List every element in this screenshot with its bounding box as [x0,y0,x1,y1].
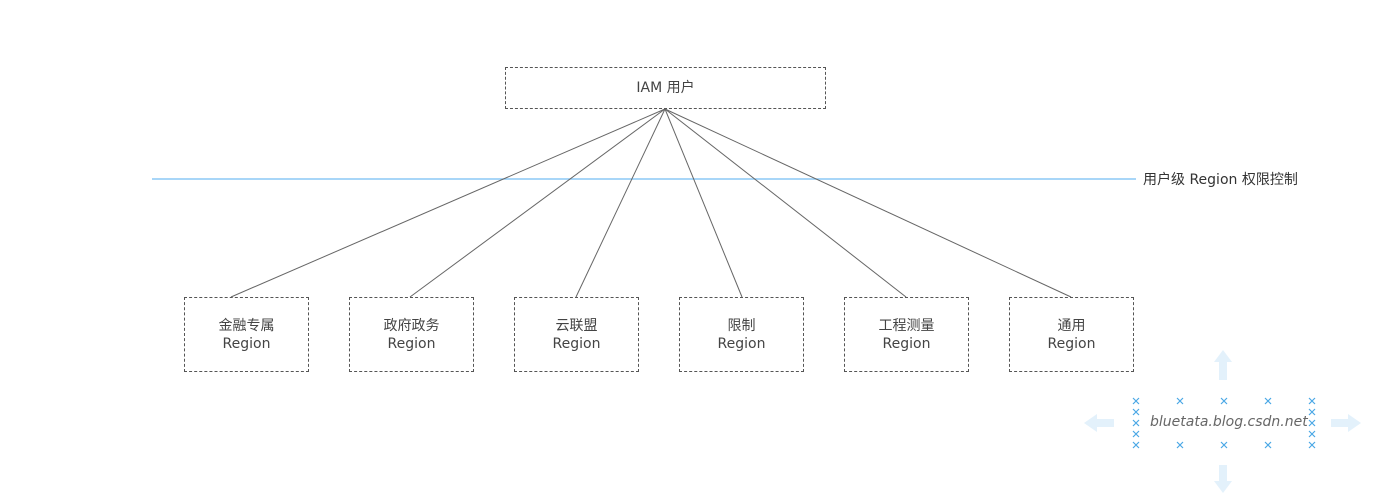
watermark-arrows-icon [1084,350,1361,493]
connector-line [230,108,666,298]
watermark-text: bluetata.blog.csdn.net [1150,414,1308,430]
region-suffix: Region [717,335,766,352]
region-suffix: Region [552,335,601,352]
iam-user-label: IAM 用户 [636,80,695,96]
connector-line [664,108,907,298]
connector-line [575,108,666,298]
region-suffix: Region [222,335,271,352]
region-name: 限制 [727,317,756,334]
region-suffix: Region [882,335,931,352]
region-node-restricted: 限制 Region [679,297,804,372]
region-node-general: 通用 Region [1009,297,1134,372]
region-node-cloud-alliance: 云联盟 Region [514,297,639,372]
region-node-finance: 金融专属 Region [184,297,309,372]
connector-line [664,108,743,298]
region-name: 通用 [1057,317,1086,334]
region-name: 政府政务 [383,317,440,334]
region-node-engineering: 工程测量 Region [844,297,969,372]
level-label: 用户级 Region 权限控制 [1143,172,1298,188]
region-name: 工程测量 [878,317,935,334]
iam-user-node: IAM 用户 [505,67,826,109]
region-suffix: Region [1047,335,1096,352]
region-node-government: 政府政务 Region [349,297,474,372]
connector-line [409,108,666,298]
connector-line [664,108,1072,298]
region-name: 金融专属 [218,317,275,334]
region-suffix: Region [387,335,436,352]
region-name: 云联盟 [555,317,598,334]
watermark-marks-icon [1132,397,1316,449]
